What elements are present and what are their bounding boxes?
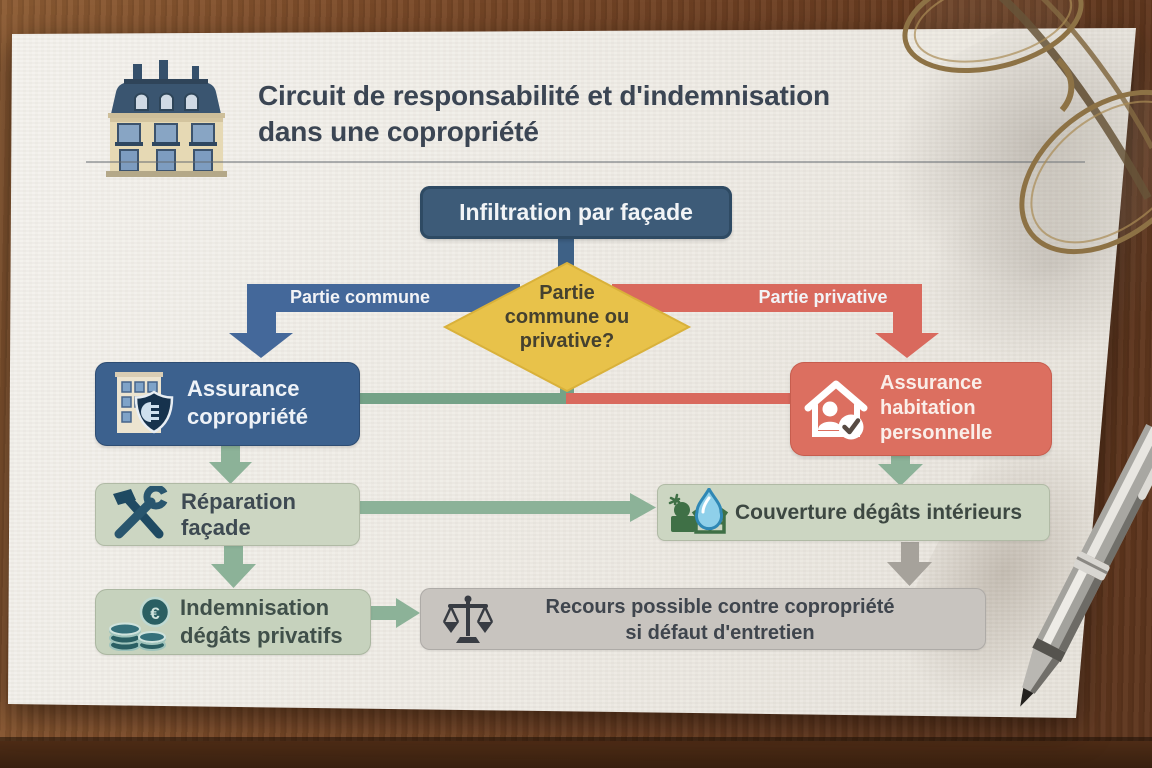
justice-scales-icon (442, 595, 494, 643)
decision-text: Partie commune ou privative? (504, 282, 630, 352)
desk-edge (0, 741, 1152, 768)
house-waterdrop-icon (668, 488, 729, 534)
node-assurance-copropriete: Assurance copropriété (95, 362, 360, 446)
node-recours: Recours possible contre copropriété si d… (420, 588, 986, 650)
node-infiltration-label: Infiltration par façade (459, 199, 693, 225)
node-reparation-facade: Réparation façade (95, 483, 360, 546)
node-indemnisation: € Indemnisation dégâts privatifs (95, 589, 371, 655)
node-recours-label: Recours possible contre copropriété si d… (545, 596, 895, 644)
node-reparation-facade-label: Réparation façade (181, 489, 296, 540)
house-person-check-icon (804, 380, 868, 440)
building-shield-icon (115, 372, 174, 434)
node-couverture: Couverture dégâts intérieurs (657, 484, 1050, 541)
haussmann-building-icon (106, 60, 227, 177)
branch-label-privative: Partie privative (758, 287, 888, 307)
page-title-line1: Circuit de responsabilité et d'indemnisa… (258, 80, 830, 111)
branch-label-commune: Partie commune (289, 287, 431, 307)
coins-icon: € (109, 596, 171, 651)
desk-plank-line (0, 737, 1152, 741)
title-divider (86, 161, 1085, 163)
node-infiltration: Infiltration par façade (420, 186, 732, 239)
svg-text:€: € (150, 604, 160, 623)
node-assurance-habitation-label: Assurance habitation personnelle (880, 372, 993, 444)
crossed-tools-icon (113, 486, 173, 539)
node-couverture-label: Couverture dégâts intérieurs (735, 500, 1023, 524)
node-assurance-habitation: Assurance habitation personnelle (790, 362, 1052, 456)
node-indemnisation-label: Indemnisation dégâts privatifs (180, 595, 343, 648)
node-assurance-copropriete-label: Assurance copropriété (187, 376, 309, 429)
page-title-line2: dans une copropriété (258, 116, 539, 147)
